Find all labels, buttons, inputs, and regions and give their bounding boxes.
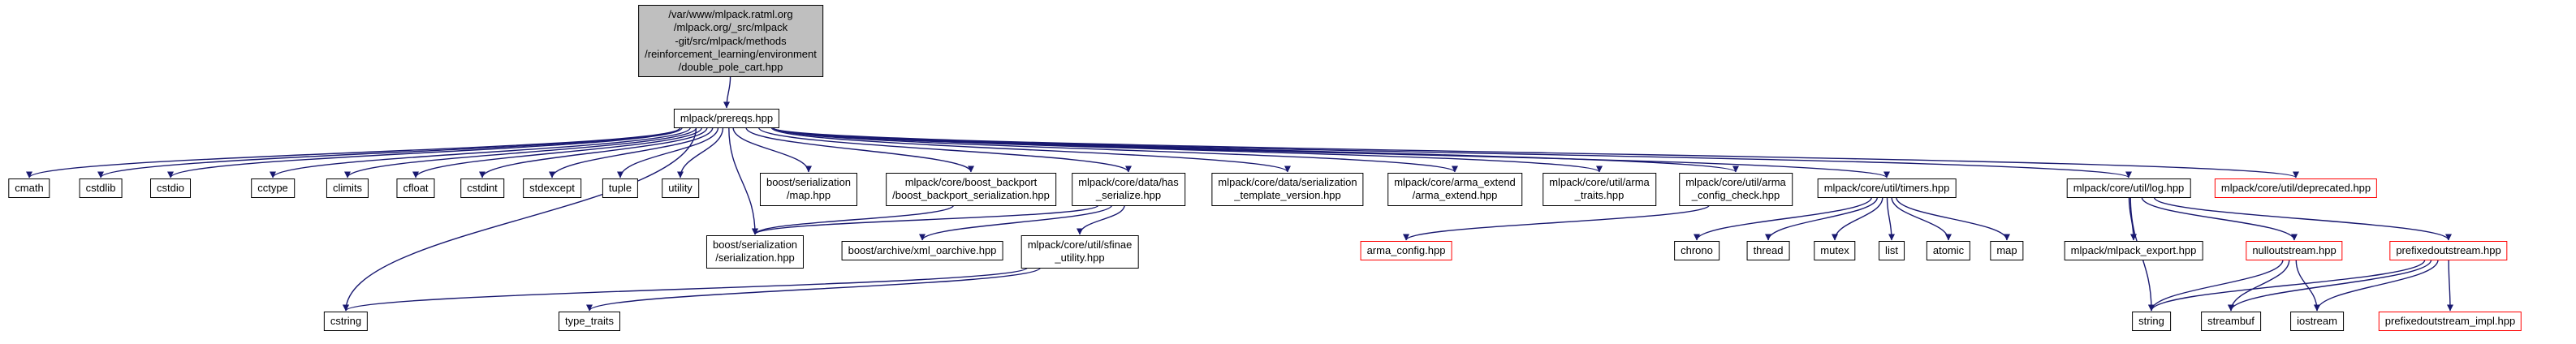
edge-sfinae-utility-to-cstring [343,266,1029,312]
edge-prereqs-to-log [772,127,2132,178]
graph-node-chrono: chrono [1674,241,1719,261]
graph-node-prefixedoutstream[interactable]: prefixedoutstream.hpp [2389,241,2508,261]
graph-node-utility: utility [662,178,699,199]
edge-prereqs-to-ser-template-version [770,127,1291,173]
graph-node-timers[interactable]: mlpack/core/util/timers.hpp [1817,178,1957,199]
graph-node-root: /var/www/mlpack.ratml.org /mlpack.org/_s… [638,5,823,78]
graph-node-cstring: cstring [323,312,369,332]
edge-nulloutstream-to-iostream [2295,260,2320,312]
graph-node-stdexcept: stdexcept [523,178,581,199]
graph-node-atomic: atomic [1926,241,1971,261]
graph-node-cfloat: cfloat [396,178,435,199]
edge-prereqs-to-arma-traits [772,127,1603,173]
graph-node-prereqs[interactable]: mlpack/prereqs.hpp [673,109,780,129]
graph-node-arma-config-check[interactable]: mlpack/core/util/arma _config_check.hpp [1679,173,1793,206]
edge-log-to-nulloutstream [2141,197,2298,241]
edge-prereqs-to-cstdint [479,127,708,178]
graph-node-string: string [2132,312,2171,332]
edge-timers-to-map [1896,197,2010,241]
edge-prereqs-to-deprecated [772,127,2299,178]
graph-node-streambuf: streambuf [2201,312,2261,332]
graph-node-iostream: iostream [2290,312,2344,332]
graph-node-mutex: mutex [1814,241,1856,261]
graph-node-cstdint: cstdint [460,178,504,199]
graph-node-cstdlib: cstdlib [79,178,123,199]
edge-root-to-prereqs [723,76,731,109]
edge-prereqs-to-arma-extend [772,127,1458,173]
edge-prereqs-to-tuple [617,127,719,178]
edge-prereqs-to-has-serialize [757,127,1132,173]
graph-node-list: list [1879,241,1905,261]
graph-node-sfinae-utility[interactable]: mlpack/core/util/sfinae _utility.hpp [1020,235,1139,269]
graph-node-map: map [1990,241,2024,261]
edge-timers-to-thread [1765,197,1879,241]
edge-prereqs-to-cstdlib [97,127,681,178]
edge-prereqs-to-stdexcept [549,127,714,178]
graph-node-log[interactable]: mlpack/core/util/log.hpp [2066,178,2191,199]
edge-prereqs-to-timers [772,127,1890,178]
edge-timers-to-atomic [1891,197,1952,241]
edge-log-to-prefixedoutstream [2153,196,2452,241]
edge-timers-to-list [1886,197,1895,241]
graph-node-type-traits: type_traits [559,312,620,332]
graph-node-prefixedoutstream-impl[interactable]: prefixedoutstream_impl.hpp [2378,312,2522,332]
edge-nulloutstream-to-streambuf [2228,260,2290,312]
graph-node-tuple: tuple [602,178,639,199]
edge-log-to-mlpack-export [2128,197,2137,241]
graph-node-xml-oarchive[interactable]: boost/archive/xml_oarchive.hpp [841,241,1003,261]
graph-node-boost-serialization[interactable]: boost/serialization /serialization.hpp [705,235,805,269]
graph-node-boost-backport[interactable]: mlpack/core/boost_backport /boost_backpo… [886,173,1056,206]
edge-has-serialize-to-boost-serialization [752,204,1099,235]
edge-prefixedoutstream-to-iostream [2314,260,2439,312]
graph-node-thread: thread [1746,241,1790,261]
graph-node-ser-template-version[interactable]: mlpack/core/data/serialization _template… [1211,173,1364,206]
graph-node-nulloutstream[interactable]: nulloutstream.hpp [2246,241,2343,261]
graph-node-arma-traits[interactable]: mlpack/core/util/arma _traits.hpp [1543,173,1656,206]
edge-prereqs-to-cctype [270,127,691,178]
edge-prefixedoutstream-to-string [2148,259,2426,312]
graph-node-arma-config[interactable]: arma_config.hpp [1360,241,1452,261]
edge-prereqs-to-arma-config-check [772,127,1739,173]
edge-prereqs-to-cstdio [167,127,683,178]
graph-node-has-serialize[interactable]: mlpack/core/data/has _serialize.hpp [1072,173,1185,206]
edge-prefixedoutstream-to-streambuf [2228,260,2432,312]
edge-arma-config-check-to-arma-config [1403,204,1711,241]
edge-nulloutstream-to-string [2148,260,2284,312]
graph-node-cmath: cmath [8,178,50,199]
edge-boost-backport-to-boost-serialization [752,204,955,235]
graph-node-arma-extend[interactable]: mlpack/core/arma_extend /arma_extend.hpp [1387,173,1522,206]
edge-has-serialize-to-sfinae-utility [1077,204,1125,235]
edge-prereqs-to-cstring [343,127,697,312]
graph-node-cctype: cctype [251,178,295,199]
graph-node-mlpack-export[interactable]: mlpack/mlpack_export.hpp [2064,241,2203,261]
graph-node-boost-ser-map[interactable]: boost/serialization /map.hpp [759,173,858,206]
edge-prereqs-to-cfloat [412,127,703,178]
edge-prefixedoutstream-to-prefixedoutstream-impl [2446,260,2453,312]
edge-prereqs-to-boost-serialization [728,127,758,235]
edge-prereqs-to-utility [677,127,724,178]
edge-prereqs-to-boost-ser-map [732,127,812,173]
graph-node-deprecated[interactable]: mlpack/core/util/deprecated.hpp [2214,178,2378,199]
edge-timers-to-mutex [1832,197,1883,241]
graph-node-climits: climits [326,178,369,199]
edge-sfinae-utility-to-type-traits [586,266,1042,312]
graph-node-cstdio: cstdio [150,178,191,199]
edge-timers-to-chrono [1694,196,1872,241]
edge-has-serialize-to-xml-oarchive [919,204,1113,241]
edge-prereqs-to-boost-backport [745,127,974,173]
edge-prereqs-to-climits [344,127,697,178]
